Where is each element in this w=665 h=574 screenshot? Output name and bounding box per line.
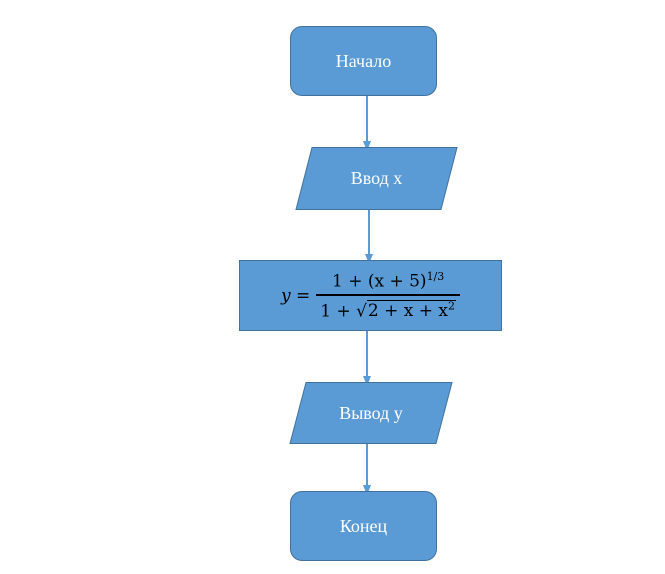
formula-lhs: y = xyxy=(280,285,311,306)
process-rectangle: y = 1 + (x + 5)1/3 1 + √2 + x + x2 xyxy=(239,260,502,331)
formula-radicand-exponent: 2 xyxy=(448,299,456,313)
end-label: Конец xyxy=(339,515,388,536)
input-parallelogram: Ввод x xyxy=(295,147,458,210)
formula-denominator: 1 + √2 + x + x2 xyxy=(316,296,460,322)
input-parallelogram-shape xyxy=(295,147,458,210)
formula-radicand: 2 + x + x2 xyxy=(366,299,457,322)
input-label: Ввод x xyxy=(350,168,403,188)
formula-numerator: 1 + (x + 5)1/3 xyxy=(328,270,448,295)
formula-radicand-text: 2 + x + x xyxy=(367,301,449,322)
formula-numerator-exponent: 1/3 xyxy=(426,269,445,283)
end-terminal: Конец xyxy=(290,491,437,561)
start-terminal: Начало xyxy=(290,26,437,96)
output-parallelogram: Вывод y xyxy=(289,382,453,444)
output-label: Вывод y xyxy=(339,402,403,423)
start-label: Начало xyxy=(335,50,392,71)
output-parallelogram-shape xyxy=(289,382,453,444)
formula-fraction: 1 + (x + 5)1/3 1 + √2 + x + x2 xyxy=(316,270,461,322)
formula: y = 1 + (x + 5)1/3 1 + √2 + x + x2 xyxy=(280,270,461,322)
formula-denominator-prefix: 1 + √ xyxy=(320,301,367,322)
fraction-bar xyxy=(316,294,461,296)
formula-numerator-base: 1 + (x + 5) xyxy=(331,271,427,292)
